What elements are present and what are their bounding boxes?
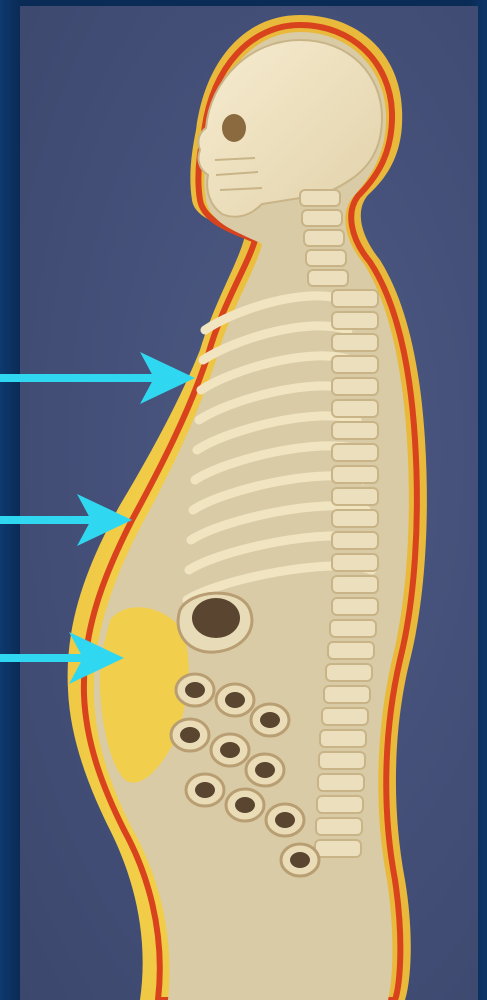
vertebra <box>332 598 378 615</box>
vertebra <box>317 796 363 813</box>
vertebra <box>332 422 378 439</box>
vertebra <box>332 312 378 329</box>
intestine-lumen <box>180 727 200 743</box>
vertebra <box>332 466 378 483</box>
vertebra <box>319 752 365 769</box>
stomach <box>178 593 252 652</box>
intestine-lumen <box>235 797 255 813</box>
vertebra <box>332 532 378 549</box>
intestine-lumen <box>260 712 280 728</box>
intestine-lumen <box>225 692 245 708</box>
vertebra <box>332 510 378 527</box>
intestine-lumen <box>255 762 275 778</box>
vertebra <box>322 708 368 725</box>
vertebra <box>320 730 366 747</box>
vertebra <box>332 290 378 307</box>
vertebra <box>315 840 361 857</box>
vertebra <box>332 334 378 351</box>
vertebra <box>316 818 362 835</box>
arrow-right-icon <box>0 352 195 404</box>
vertebra <box>332 576 378 593</box>
intestine-lumen <box>185 682 205 698</box>
vertebra <box>330 620 376 637</box>
vertebra <box>324 686 370 703</box>
vertebra <box>326 664 372 681</box>
intestine-lumen <box>195 782 215 798</box>
vertebra <box>332 444 378 461</box>
vertebra <box>332 356 378 373</box>
vertebra <box>332 400 378 417</box>
vertebra <box>332 488 378 505</box>
intestine-lumen <box>290 852 310 868</box>
eye-socket <box>222 114 246 142</box>
vertebra <box>318 774 364 791</box>
vertebra <box>328 642 374 659</box>
intestine-lumen <box>275 812 295 828</box>
intestine-lumen <box>220 742 240 758</box>
vertebra <box>332 378 378 395</box>
vertebra <box>332 554 378 571</box>
